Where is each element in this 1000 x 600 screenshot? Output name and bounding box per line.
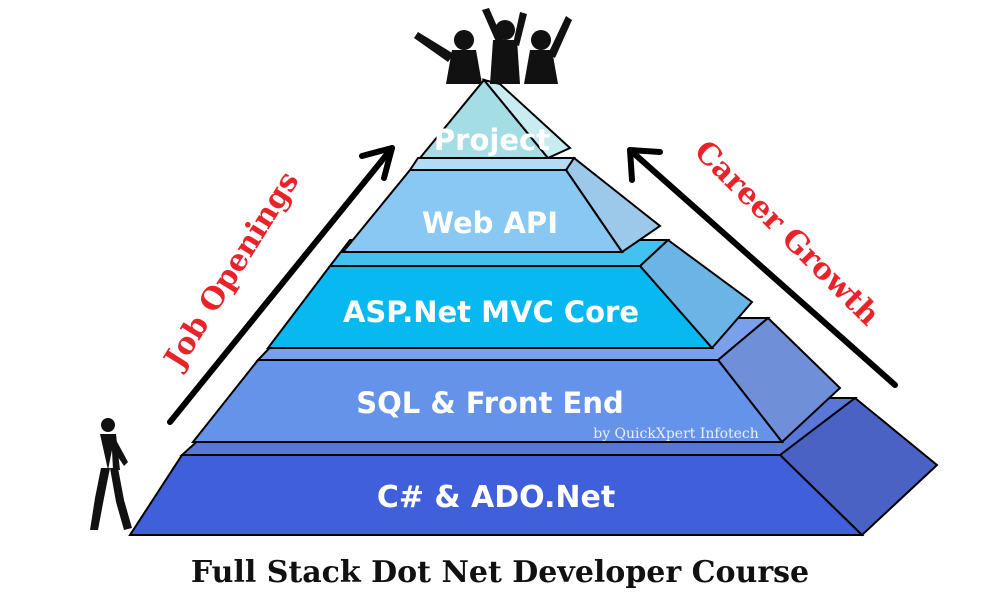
watermark-text: by QuickXpert Infotech <box>593 426 759 442</box>
left-arrow-head <box>359 145 395 181</box>
tier-sql-label: SQL & Front End <box>356 386 624 420</box>
tier-csharp-front <box>128 454 865 536</box>
tier-webapi: Web API <box>340 156 662 254</box>
right-arrow-head <box>627 147 663 183</box>
tier-project-label: Project <box>434 123 550 157</box>
walking-person-icon <box>90 418 132 530</box>
tier-webapi-front <box>340 169 624 253</box>
up-arrow-icon <box>167 145 395 425</box>
tier-mvc-front <box>265 265 715 349</box>
course-title: Full Stack Dot Net Developer Course <box>191 555 809 590</box>
tier-csharp-label: C# & ADO.Net <box>377 480 615 515</box>
tier-project: Project <box>417 78 572 160</box>
celebrating-group-icon <box>414 8 572 84</box>
tier-mvc: ASP.Net MVC Core <box>265 238 754 350</box>
tier-webapi-label: Web API <box>422 206 558 240</box>
tier-webapi-top <box>408 157 576 171</box>
up-arrow-icon <box>627 147 898 388</box>
tier-sql-front <box>190 359 785 443</box>
tier-mvc-label: ASP.Net MVC Core <box>343 295 639 329</box>
